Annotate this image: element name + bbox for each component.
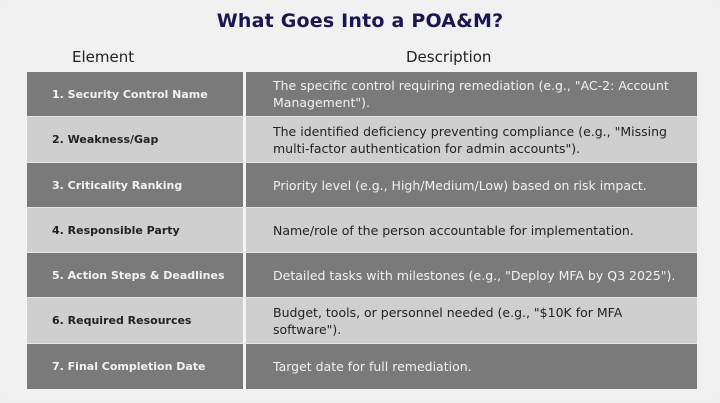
table-row: 4. Responsible Party Name/role of the pe… [27,207,697,252]
table-row: 1. Security Control Name The specific co… [27,72,697,116]
description-cell: Detailed tasks with milestones (e.g., "D… [273,267,676,283]
description-cell: Budget, tools, or personnel needed (e.g.… [273,304,623,337]
table-row: 5. Action Steps & Deadlines Detailed tas… [27,252,697,297]
table-row: 2. Weakness/Gap The identified deficienc… [27,116,697,162]
column-header-element: Element [72,48,135,66]
element-cell: 5. Action Steps & Deadlines [52,268,225,282]
description-cell: Name/role of the person accountable for … [273,222,634,238]
column-divider [243,253,246,297]
column-divider [243,208,246,252]
page-title: What Goes Into a POA&M? [216,10,504,32]
poam-table: 1. Security Control Name The specific co… [27,72,697,389]
column-header-description: Description [406,48,492,66]
element-cell: 7. Final Completion Date [52,360,206,373]
element-cell: 3. Criticality Ranking [52,178,183,192]
column-divider [243,298,246,343]
table-row: 3. Criticality Ranking Priority level (e… [27,162,697,207]
element-cell: 6. Required Resources [52,314,192,327]
element-cell: 1. Security Control Name [52,87,208,101]
column-divider [243,117,246,162]
description-cell: Target date for full remediation. [273,359,472,374]
description-cell: The specific control requiring remediati… [273,78,669,110]
description-cell: The identified deficiency preventing com… [273,123,667,156]
table-row: 6. Required Resources Budget, tools, or … [27,297,697,343]
column-divider [243,72,246,116]
element-cell: 2. Weakness/Gap [52,133,159,146]
element-cell: 4. Responsible Party [52,223,180,237]
column-divider [243,163,246,207]
table-row: 7. Final Completion Date Target date for… [27,343,697,389]
description-cell: Priority level (e.g., High/Medium/Low) b… [273,177,647,193]
column-divider [243,344,246,389]
